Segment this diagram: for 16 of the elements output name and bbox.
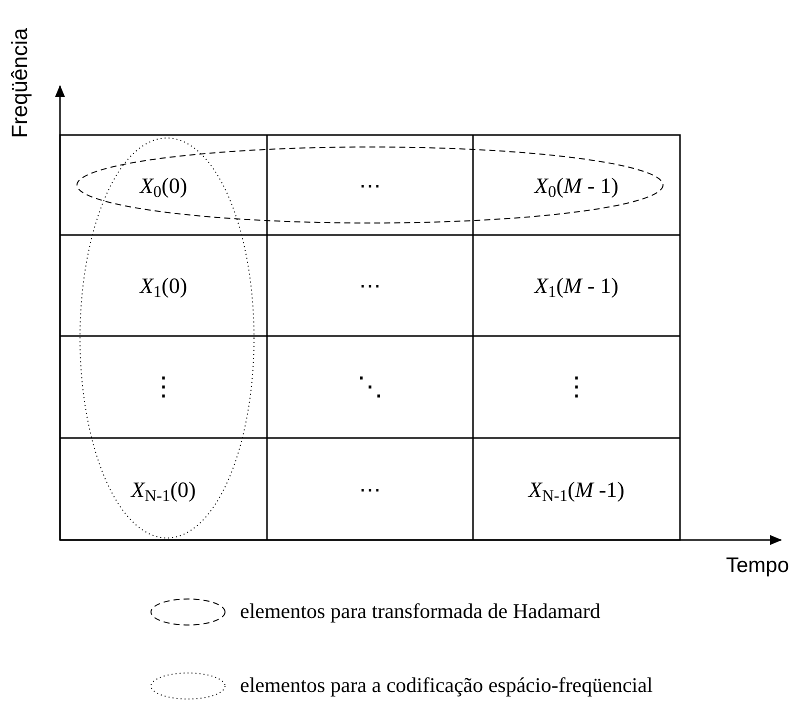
cell-value: X$_{0}$(0) <box>140 172 188 202</box>
legend-text: elementos para a codificação espácio-freqüencial <box>240 672 653 698</box>
ellipsis: ⋱ <box>357 374 383 400</box>
cell-value: X$_{1}$(M - 1) <box>534 272 618 302</box>
cell-value: X$_{N-1}$(0) <box>131 476 196 506</box>
axis-label: Freqüência <box>9 27 31 138</box>
ellipsis: ⋯ <box>359 476 381 504</box>
cell-value: X$_{0}$(M - 1) <box>534 172 618 202</box>
legend-text: elementos para transformada de Hadamard <box>240 598 600 624</box>
cell-value: X$_{N-1}$(M -1) <box>528 476 624 506</box>
ellipsis: ⋮ <box>564 374 590 400</box>
ellipsis: ⋮ <box>150 374 176 400</box>
ellipsis: ⋯ <box>359 272 381 300</box>
ellipsis: ⋯ <box>359 172 381 200</box>
cell-value: X$_{1}$(0) <box>140 272 188 302</box>
axis-label: Tempo <box>726 553 790 579</box>
